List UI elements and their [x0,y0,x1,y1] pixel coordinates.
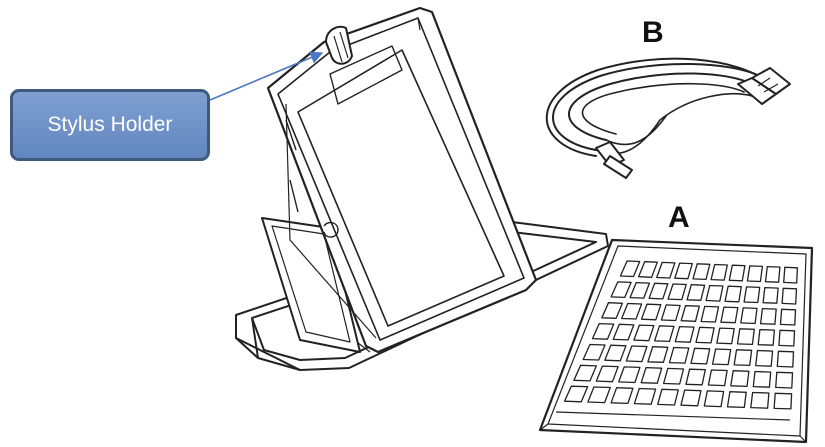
keyboard-key [761,309,777,325]
keyboard-key [734,350,751,366]
keyboard-key [741,308,757,324]
keyboard-key [681,390,701,406]
keyboard-key [756,351,773,367]
keyboard-key [782,288,796,304]
keyboard-key [708,370,727,386]
usb-connector [738,68,790,104]
keyboard-key [731,371,749,387]
label-keyboard: A [668,201,690,234]
keyboard-key [701,306,718,322]
usb-cable [547,59,768,156]
keyboard-key [704,391,723,407]
keyboard-key [753,372,770,388]
micro-usb-connector [596,142,632,178]
keyboard-key [729,265,745,281]
keyboard-key [777,351,793,367]
keyboard-key [776,372,793,388]
keyboard-key [744,287,760,303]
keyboard-key [751,393,769,409]
keyboard-key [738,329,755,345]
keyboard-key [784,267,798,283]
keyboard-key [717,328,734,344]
keyboard-key [728,392,747,408]
callout-label: Stylus Holder [48,113,173,137]
label-cable: B [642,16,664,49]
keyboard-key [721,307,738,323]
keyboard-key [766,267,780,283]
keyboard-key [664,368,684,384]
keyboard-key [670,348,689,364]
keyboard [540,240,812,442]
keyboard-key [658,389,679,405]
keyboard-key [774,393,792,409]
keyboard-key [713,349,731,365]
keyboard-key [781,309,796,325]
stylus-holder-callout: Stylus Holder [10,89,210,161]
keyboard-key [725,286,741,302]
keyboard-key [763,288,778,304]
keyboard-key [706,286,723,302]
keyboard-key [779,330,795,346]
keyboard-key [691,348,710,364]
keyboard-key [758,330,774,346]
keyboard-key [711,265,727,281]
keyboard-key [686,369,705,385]
keyboard-key [747,266,762,282]
keyboard-key [696,327,714,343]
